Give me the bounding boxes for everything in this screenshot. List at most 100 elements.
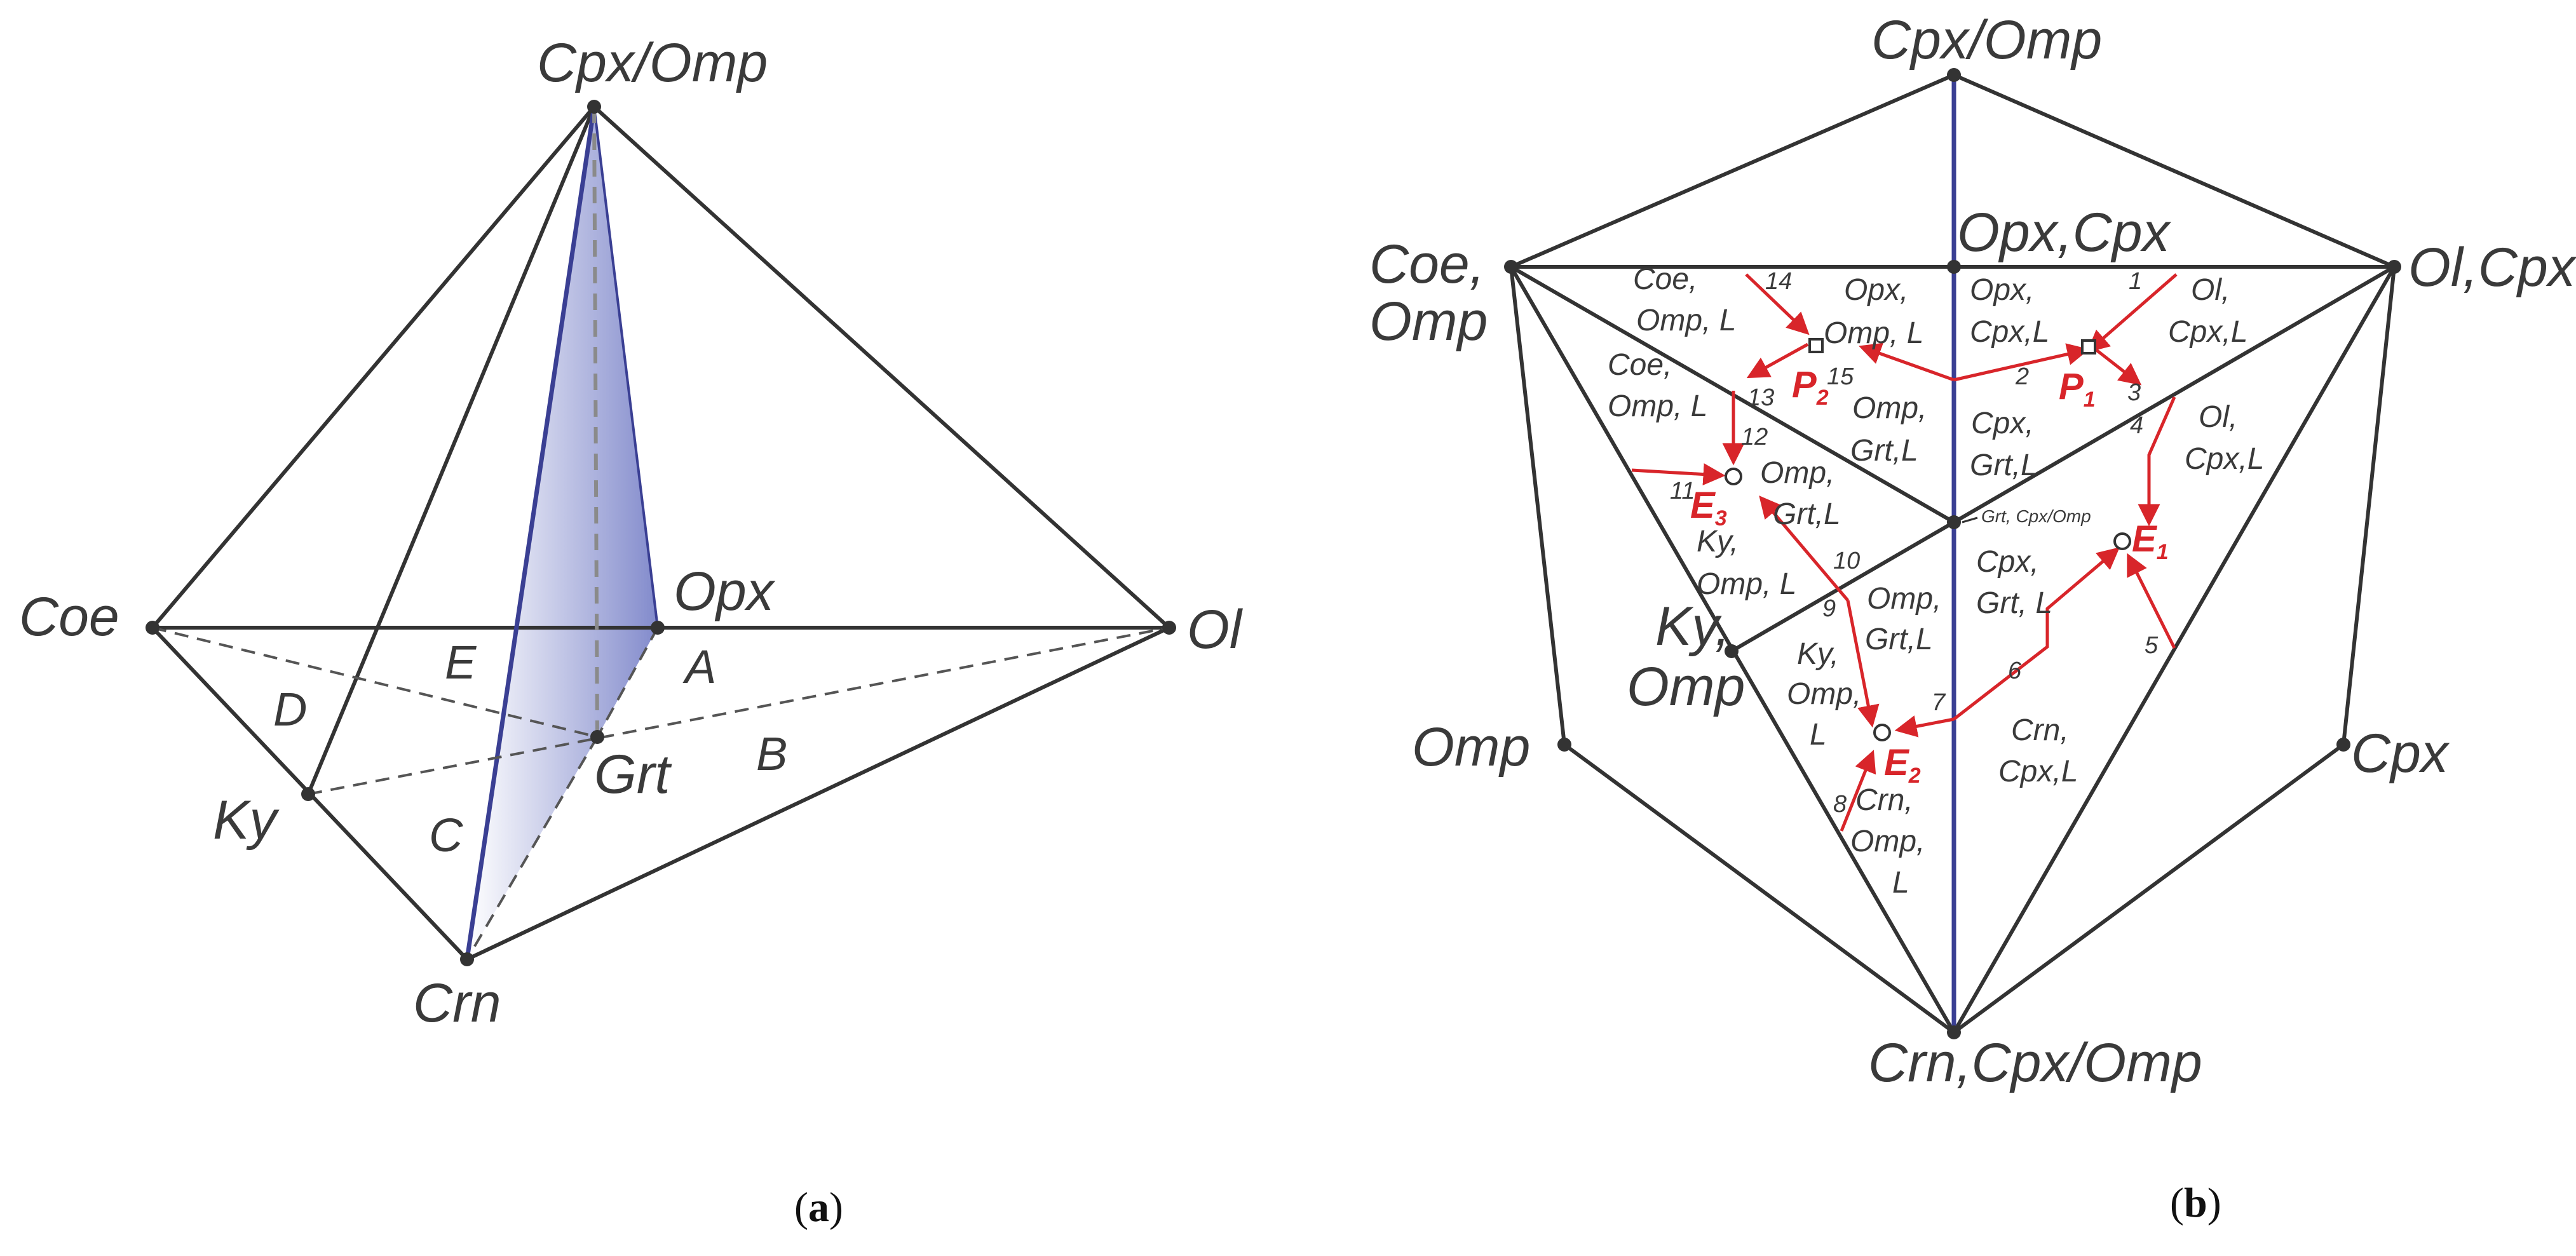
section-edge-cpx-crn (464, 106, 597, 960)
curve-number-8: 8 (1833, 791, 1847, 818)
curve-number-1: 1 (2129, 268, 2142, 295)
label-crn: Crn (413, 973, 501, 1034)
edge-crn-ol (466, 626, 1170, 961)
curve-14 (1745, 273, 1810, 335)
point-p1-marker (2081, 339, 2096, 355)
hidden-edge-opx-grt (596, 627, 659, 738)
field-f5: Coe,Omp, L (1608, 348, 1707, 423)
vertex-omp (1557, 738, 1571, 752)
label-ky-omp-2: Omp (1627, 656, 1745, 717)
edge-ol-crn (1952, 266, 2396, 1034)
label-coe: Coe (19, 586, 119, 647)
vertex-top (1947, 68, 1961, 82)
vertex-ol-cpx (2387, 260, 2401, 274)
label-center: Grt, Cpx/Omp (1981, 506, 2091, 526)
curve-number-11: 11 (1670, 478, 1695, 504)
field-f14: Crn,Cpx,L (1998, 713, 2078, 788)
field-f12: Omp,Grt,L (1865, 582, 1941, 656)
vertex-grt (590, 730, 604, 744)
point-e2-marker (1873, 724, 1891, 741)
vertex-coe (146, 621, 159, 635)
point-label-e2: E2 (1884, 742, 1921, 788)
field-f2: Opx,Omp, L (1824, 273, 1923, 350)
face-label-c: C (429, 809, 463, 861)
curve-number-10: 10 (1833, 548, 1860, 574)
curve-10 (1759, 495, 1849, 602)
grt-section-plane (467, 107, 658, 959)
label-coe-omp-1: Coe, (1369, 234, 1485, 295)
vertex-center (1947, 515, 1961, 529)
label-grt: Grt (594, 744, 672, 805)
vertex-coe-omp (1504, 260, 1518, 274)
label-cpx: Cpx (2351, 723, 2450, 784)
vertex-ky (301, 787, 315, 801)
curve-4 (2138, 396, 2176, 527)
curve-numbers: 1 2 3 4 5 6 7 8 9 10 11 12 13 14 15 (1670, 268, 2159, 818)
section-edge-cpx-opx (593, 106, 659, 628)
curve-15 (1859, 342, 1955, 382)
hidden-edge-grt-crn (466, 736, 599, 961)
point-e3-marker (1725, 468, 1742, 485)
label-ol-cpx: Ol,Cpx (2408, 237, 2576, 298)
label-cpx-omp: Cpx/Omp (537, 32, 768, 93)
face-label-a: A (682, 640, 716, 693)
point-label-p2: P2 (1792, 364, 1829, 410)
reaction-curves (1631, 273, 2178, 832)
field-f11: Cpx,Grt, L (1976, 545, 2052, 620)
vertex-crn (460, 952, 474, 966)
curve-number-15: 15 (1827, 363, 1854, 390)
label-ky-omp-1: Ky, (1655, 596, 1730, 657)
curve-number-6: 6 (2008, 658, 2022, 684)
label-opx-cpx: Opx,Cpx (1957, 202, 2172, 263)
edge-ky-cpx (306, 105, 596, 795)
label-opx: Opx (674, 561, 776, 622)
label-omp: Omp (1412, 717, 1530, 778)
label-ol: Ol (1187, 599, 1244, 660)
vertex-ol (1162, 621, 1176, 635)
panel-a-tetrahedron: Cpx/Omp Coe Opx Ol Ky Crn Grt A B C D E … (19, 32, 1244, 1231)
field-f10: Ky,Omp, L (1697, 525, 1796, 601)
curve-number-9: 9 (1822, 595, 1836, 622)
curve-11 (1631, 463, 1726, 486)
curve-6 (1953, 547, 2120, 720)
vertex-opx (651, 621, 665, 635)
point-label-e1: E1 (2132, 518, 2169, 564)
field-f15: Crn,Omp,L (1850, 783, 1925, 900)
field-f9: Omp,Grt,L (1760, 456, 1841, 531)
edge-cpx-ol (592, 105, 1171, 630)
label-top: Cpx/Omp (1871, 10, 2102, 71)
center-pointer (1962, 517, 1978, 523)
curve-number-7: 7 (1932, 689, 1946, 716)
field-f6: Omp,Grt,L (1850, 391, 1927, 468)
face-label-e: E (445, 636, 477, 689)
curve-3 (2094, 348, 2142, 386)
vertex-opx-cpx (1947, 260, 1961, 274)
point-p2-marker (1808, 338, 1824, 353)
face-label-b: B (756, 727, 787, 780)
vertex-cpx (2336, 738, 2350, 752)
vertex-ky-omp (1725, 644, 1739, 658)
face-label-d: D (273, 683, 307, 736)
hidden-edge-ky-ol (308, 626, 1170, 795)
field-labels: Coe,Omp, L Opx,Omp, L Opx,Cpx,L Ol,Cpx,L… (1608, 262, 2264, 900)
label-coe-omp-2: Omp (1369, 291, 1488, 352)
panel-b-projection: Cpx/Omp Coe, Omp Ol,Cpx Opx,Cpx Omp Cpx … (1369, 10, 2576, 1226)
curve-9 (1846, 600, 1880, 728)
label-ky: Ky (213, 790, 280, 851)
edge-ol-grt (1953, 265, 2396, 524)
vertex-bottom (1947, 1025, 1961, 1039)
curve-8 (1840, 750, 1876, 832)
label-bottom: Crn,Cpx/Omp (1868, 1032, 2202, 1093)
panel-tag-b: (b) (2170, 1180, 2221, 1226)
hidden-edge-coe-grt (152, 626, 598, 738)
curve-number-2: 2 (2015, 363, 2029, 390)
curve-number-3: 3 (2127, 379, 2141, 406)
point-e1-marker (2113, 532, 2131, 550)
curve-number-14: 14 (1765, 268, 1792, 295)
curve-7 (1894, 715, 1955, 738)
field-f7: Cpx,Grt,L (1970, 407, 2038, 482)
curve-13 (1746, 342, 1809, 379)
edge-coe-cpx (151, 105, 596, 629)
curve-number-13: 13 (1747, 384, 1774, 411)
